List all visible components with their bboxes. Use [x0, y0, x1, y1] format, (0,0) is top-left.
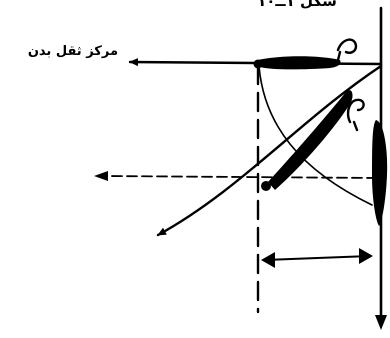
pivot-arc — [258, 65, 373, 206]
joint-dot-horizontal — [253, 59, 263, 69]
angle-mark-top — [336, 38, 358, 54]
limb-segment-horizontal — [258, 56, 341, 70]
limb-segment-diagonal — [268, 90, 353, 190]
double-arrow-right-head — [359, 248, 373, 264]
angle-mark-mid — [346, 98, 365, 124]
angle-mark-top-tick — [336, 50, 342, 62]
angle-mark-mid-tick — [352, 120, 359, 132]
double-arrow-left-head — [261, 252, 275, 268]
double-arrow-line — [264, 255, 371, 261]
limb-segment-vertical — [372, 120, 388, 226]
center-of-mass-label: مرکز ثقل بدن — [27, 44, 118, 59]
joint-dot-diagonal — [261, 181, 271, 191]
swing-arc — [156, 64, 383, 237]
down-arrowhead — [375, 315, 387, 330]
figure-caption: شکل ۱ــ۱۰ — [257, 0, 337, 10]
dashed-arrowhead — [94, 171, 108, 181]
